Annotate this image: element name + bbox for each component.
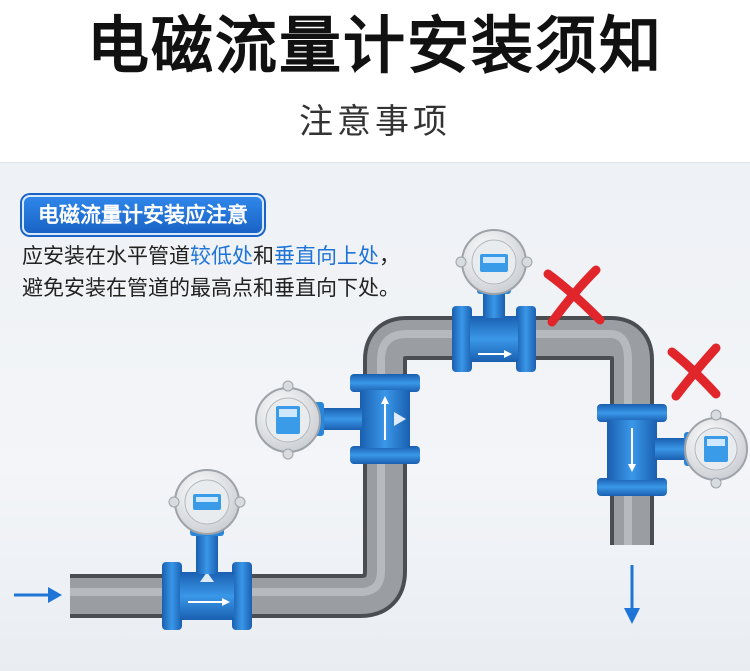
wrong-mark-icon [543, 265, 605, 327]
inflow-arrow-icon [14, 587, 62, 603]
callout-text: 应安装在水平管道较低处和垂直向上处，避免安装在管道的最高点和垂直向下处。 [22, 240, 402, 304]
flowmeter-vertical-up [255, 374, 420, 464]
note-part-5: ，避免安装在管道的最高点和垂直向下处。 [22, 244, 400, 300]
outflow-arrow-icon [624, 565, 640, 624]
note-part-1: 应安装在水平管道 [22, 244, 190, 268]
note-part-3: 和 [253, 244, 274, 268]
note-highlight-vertical-up: 垂直向上处 [274, 244, 379, 268]
flowmeter-bottom-horizontal [162, 469, 252, 630]
flowmeter-vertical-down [597, 404, 748, 496]
page-subtitle: 注意事项 [299, 102, 451, 142]
flowmeter-top-highest-point [452, 229, 536, 372]
wrong-mark-icon [667, 343, 721, 401]
note-highlight-low: 较低处 [190, 244, 253, 268]
page-title: 电磁流量计安装须知 [86, 9, 663, 82]
callout-badge: 电磁流量计安装应注意 [22, 195, 264, 235]
pipe-highlight [70, 330, 632, 596]
